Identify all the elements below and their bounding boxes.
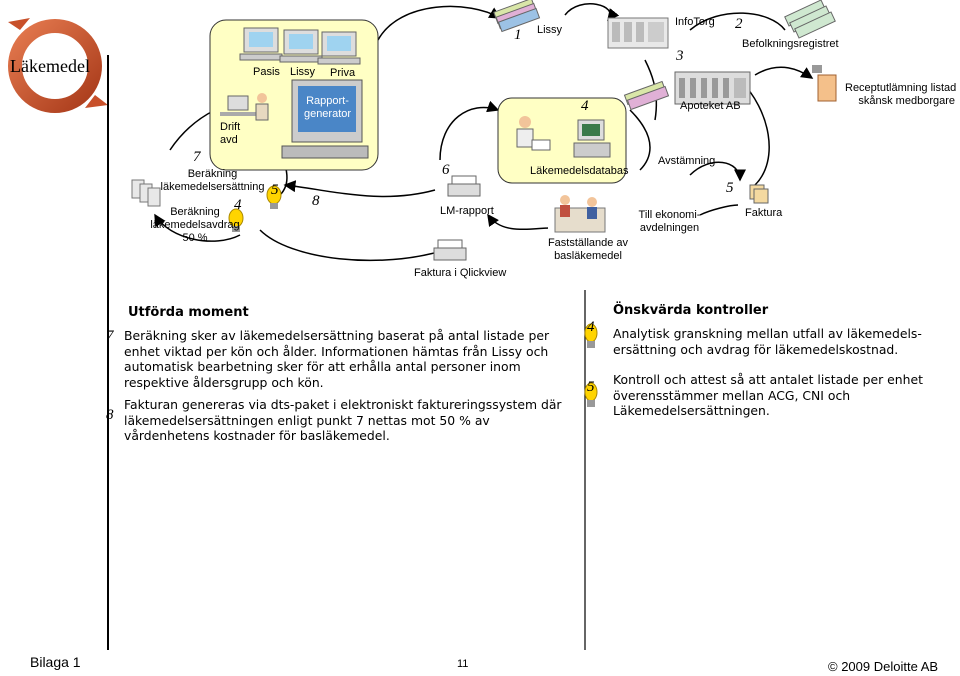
left-marker-8: 8 [106, 407, 114, 423]
step-number-6: 6 [442, 162, 450, 178]
lm-rapport-label: LM-rapport [440, 205, 494, 217]
step-number-3: 3 [676, 48, 684, 64]
footer-appendix: Bilaga 1 [30, 654, 81, 670]
infotorg-label: InfoTorg [675, 16, 715, 28]
lakemedelsdatabas-label: Läkemedelsdatabas [530, 165, 629, 177]
right-paragraph-1: Analytisk granskning mellan utfall av lä… [613, 326, 922, 357]
apoteket-icon [623, 71, 751, 111]
drift-avd-label: Drift avd [220, 121, 241, 146]
avstamning-label: Avstämning [658, 155, 716, 167]
faststallande-label: Fastställande av basläkemedel [547, 237, 629, 262]
printer-qlickview-icon [433, 239, 467, 261]
meeting-people-icon [554, 195, 606, 233]
onskvarda-kontroller-heading: Önskvärda kontroller [613, 303, 769, 318]
lightbulb-icon-4b [584, 323, 598, 348]
lissy-label: Lissy [537, 24, 563, 36]
operator-workstation-icon [220, 93, 269, 121]
berakning-avdrag-label: Beräkning läkemedelsavdrag 50 % [150, 206, 240, 244]
right-marker-5: 5 [587, 379, 595, 395]
printer-lm-rapport-icon [447, 175, 481, 197]
pc-label-pasis: Pasis [253, 66, 280, 78]
receipt-icon [812, 65, 837, 102]
step-number-8: 8 [312, 193, 320, 209]
befolkningsregistret-icon [784, 0, 836, 39]
faktura-document-icon [749, 184, 769, 204]
faktura-label: Faktura [745, 207, 783, 219]
step-number-1: 1 [514, 27, 522, 43]
database-computer-icon [573, 119, 611, 158]
lightbulb-icon-4a [228, 208, 244, 232]
lightbulb-icon-5a [266, 185, 282, 209]
pc-lissy-icon [279, 29, 323, 63]
infotorg-server-icon [607, 17, 669, 49]
step-number-2: 2 [735, 16, 743, 32]
copyright: © 2009 Deloitte AB [828, 659, 939, 674]
page-number: 11 [457, 658, 469, 670]
rapportgenerator-label: Rapport- generator [303, 95, 352, 120]
faktura-qlickview-label: Faktura i Qlickview [414, 267, 507, 279]
step-number-5-bulb: 5 [271, 182, 279, 198]
lightbulb-icon-5b [584, 382, 598, 407]
rapportgenerator-screen-icon [281, 79, 369, 159]
title-ring-icon [8, 18, 108, 113]
pc-pasis-icon [239, 27, 283, 61]
user-at-desk-icon [516, 116, 551, 151]
right-marker-4: 4 [587, 319, 595, 335]
berakning-ersattning-label: Beräkning läkemedelsersättning [160, 168, 265, 193]
left-marker-7: 7 [106, 328, 114, 344]
page-title: Läkemedel [10, 56, 90, 76]
apoteket-label: Apoteket AB [680, 100, 741, 112]
befolkningsregistret-label: Befolkningsregistret [742, 38, 839, 50]
step-number-5-faktura: 5 [726, 180, 734, 196]
receptutlamning-label: Receptutlämning listad skånsk medborgare [845, 82, 957, 107]
step-number-4-database: 4 [581, 98, 589, 114]
step-number-7: 7 [193, 149, 201, 165]
left-paragraph-2: Fakturan genereras via dts-paket i elekt… [124, 397, 562, 443]
till-ekonomi-label: Till ekonomi- avdelningen [638, 209, 701, 234]
pc-priva-icon [317, 31, 361, 65]
calculation-documents-icon [131, 179, 161, 207]
right-paragraph-2: Kontroll och attest så att antalet lista… [613, 372, 923, 418]
pc-label-lissy: Lissy [290, 66, 316, 78]
pc-label-priva: Priva [330, 67, 356, 79]
step-number-4-bulb: 4 [234, 197, 242, 213]
left-paragraph-1: Beräkning sker av läkemedelsersättning b… [124, 328, 550, 390]
utforda-moment-heading: Utförda moment [128, 305, 249, 320]
lissy-database-icon [493, 0, 541, 33]
